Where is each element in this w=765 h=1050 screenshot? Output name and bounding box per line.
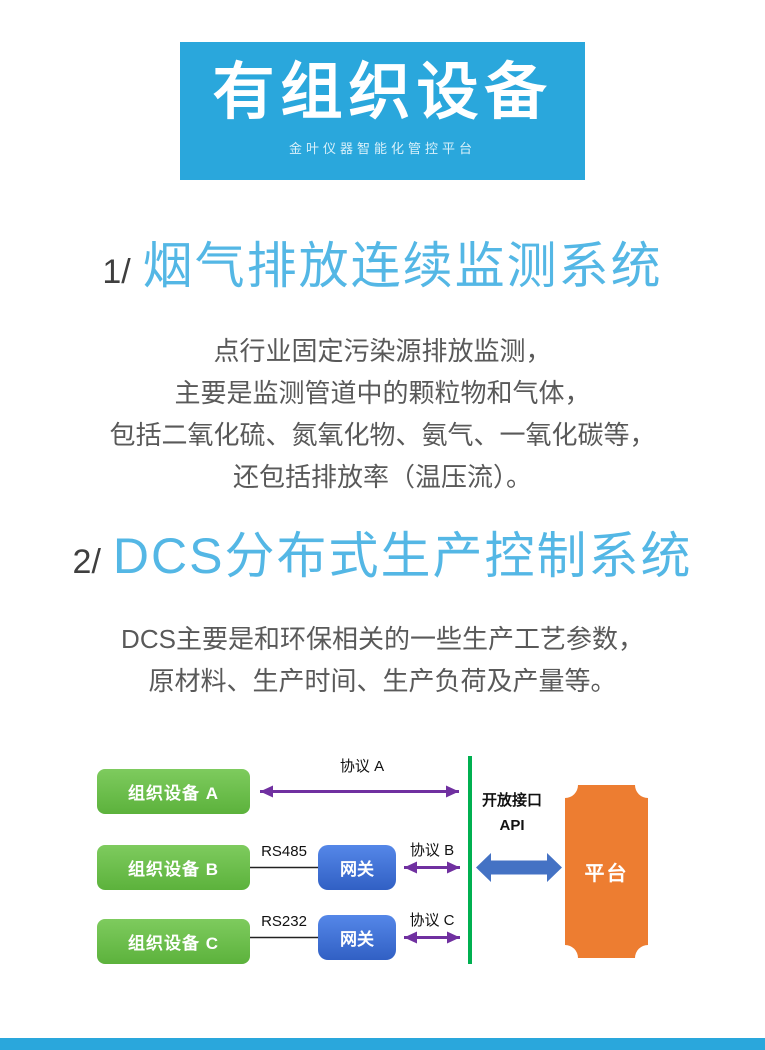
rs232-label: RS232: [261, 913, 307, 930]
section-1-index: 1/: [102, 253, 131, 291]
protocol-c-label: 协议 C: [409, 912, 455, 929]
section-1-title: 烟气排放连续监测系统: [142, 238, 663, 294]
section-2-body: DCS主要是和环保相关的一些生产工艺参数， 原材料、生产时间、生产负荷及产量等。: [0, 618, 765, 702]
body-line: 包括二氧化硫、氮氧化物、氨气、一氧化碳等，: [109, 420, 656, 450]
banner-subtitle: 金叶仪器智能化管控平台: [288, 141, 476, 156]
section-2-title: DCS分布式生产控制系统: [112, 528, 693, 584]
section-1-heading: 1/ 烟气排放连续监测系统: [0, 226, 765, 298]
rs485-label: RS485: [261, 843, 307, 860]
device-a-box: 组织设备 A: [97, 769, 250, 814]
body-line: 点行业固定污染源排放监测，: [213, 336, 552, 366]
body-line: 主要是监测管道中的颗粒物和气体，: [174, 378, 591, 408]
protocol-b-label: 协议 B: [409, 842, 455, 859]
gateway-2-box: 网关: [318, 915, 396, 960]
diagram-connectors: [250, 756, 648, 964]
device-c-box: 组织设备 C: [97, 919, 250, 964]
body-line: 原材料、生产时间、生产负荷及产量等。: [148, 666, 617, 696]
open-interface-label: 开放接口: [481, 792, 542, 809]
body-line: DCS主要是和环保相关的一些生产工艺参数，: [121, 624, 644, 654]
body-line: 还包括排放率（温压流）。: [232, 462, 532, 492]
platform-shape: [565, 785, 648, 958]
section-2-index: 2/: [72, 543, 101, 581]
section-1-body: 点行业固定污染源排放监测， 主要是监测管道中的颗粒物和气体， 包括二氧化硫、氮氧…: [0, 330, 765, 498]
section-2-heading: 2/ DCS分布式生产控制系统: [0, 516, 765, 588]
gateway-1-box: 网关: [318, 845, 396, 890]
bottom-bar: [0, 1038, 765, 1050]
banner: 有组织设备 金叶仪器智能化管控平台: [180, 42, 585, 180]
architecture-diagram: 组织设备 A 组织设备 B 组织设备 C 网关 网关 协议 A 协议 B 协议 …: [0, 740, 765, 1000]
api-label: API: [499, 817, 525, 834]
banner-title: 有组织设备: [212, 58, 553, 127]
device-b-box: 组织设备 B: [97, 845, 250, 890]
platform-link-arrow-icon: [476, 853, 562, 882]
protocol-a-label: 协议 A: [339, 758, 385, 775]
platform-box: 平台: [584, 863, 629, 885]
